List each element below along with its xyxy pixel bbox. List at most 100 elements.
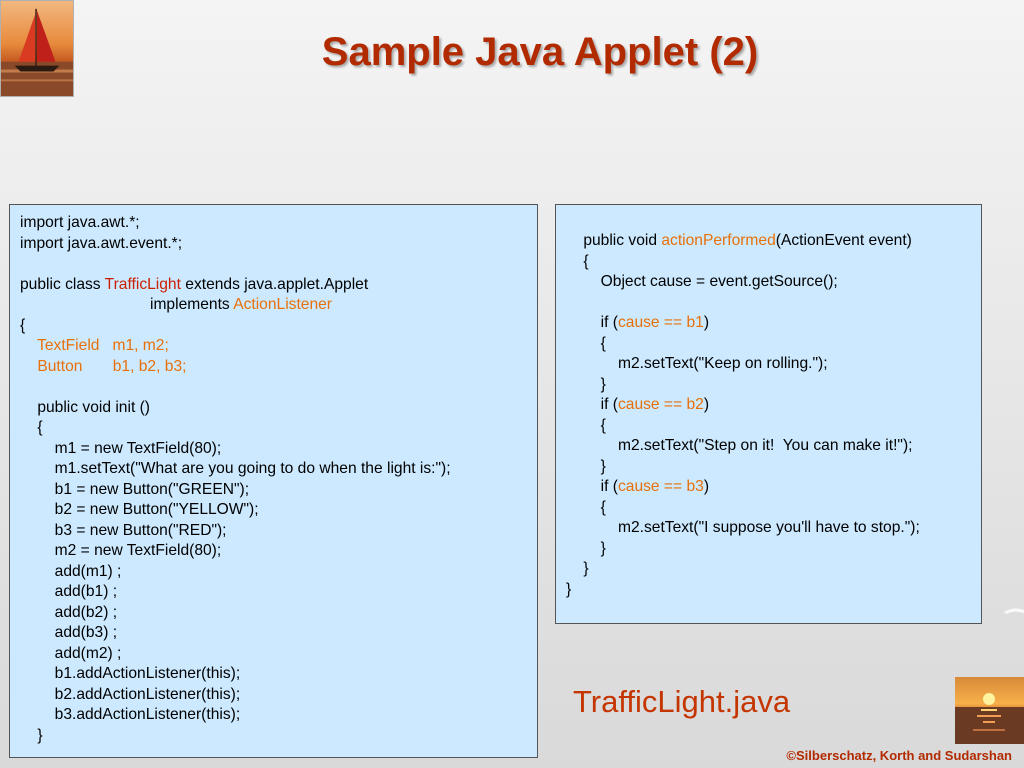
code-token: } (566, 375, 606, 393)
code-line: { (566, 334, 981, 355)
code-token: public class (20, 275, 105, 293)
sailboat-logo (0, 0, 74, 97)
code-line (20, 254, 537, 275)
code-token: m2.setText("Step on it! You can make it!… (566, 437, 913, 454)
code-token: } (566, 560, 589, 577)
code-token: add(m1) ; (20, 562, 122, 580)
code-token: { (566, 416, 606, 434)
code-line: { (20, 418, 537, 439)
code-line: } (20, 726, 537, 747)
code-token: b1.addActionListener(this); (20, 665, 241, 682)
code-line: b3 = new Button("RED"); (20, 521, 537, 542)
code-token: { (20, 419, 43, 436)
code-line: import java.awt.event.*; (20, 234, 537, 255)
code-line: m2.setText("Keep on rolling."); (566, 354, 981, 375)
code-token: add(m2) ; (20, 644, 122, 662)
code-token: } (566, 580, 572, 598)
code-line: public void actionPerformed(ActionEvent … (566, 231, 981, 252)
edge-decoration (1004, 608, 1024, 614)
code-token: public void (566, 232, 662, 249)
code-line: b2.addActionListener(this); (20, 685, 537, 706)
code-line: add(m2) ; (20, 644, 537, 665)
code-token: { (566, 252, 589, 270)
code-token: m2 = new TextField(80); (20, 542, 222, 559)
code-line: { (566, 252, 981, 273)
code-token: } (566, 457, 606, 475)
code-token: import java.awt.event.*; (20, 234, 183, 252)
code-token: } (566, 539, 606, 557)
code-line: add(b3) ; (20, 623, 537, 644)
code-line: public class TrafficLight extends java.a… (20, 275, 537, 296)
code-line: add(b2) ; (20, 603, 537, 624)
code-token: b3 = new Button("RED"); (20, 521, 227, 539)
code-token: TextField m1, m2; (37, 337, 169, 354)
code-token: b1 = new Button("GREEN"); (20, 480, 250, 498)
code-token: cause == b2 (617, 396, 704, 413)
code-line (20, 377, 537, 398)
code-token: Object cause = event.getSource(); (566, 273, 838, 290)
code-token: extends java.applet.Applet (180, 275, 369, 293)
code-token (20, 337, 37, 354)
code-token: if ( (566, 396, 618, 413)
code-token: b2 = new Button("YELLOW"); (20, 501, 259, 518)
code-token: ) (703, 478, 710, 495)
code-line: } (566, 539, 981, 560)
code-token: b2.addActionListener(this); (20, 685, 241, 703)
code-token: if ( (566, 314, 618, 331)
code-token: ) (703, 396, 710, 413)
code-line: } (566, 559, 981, 580)
code-token: { (566, 498, 606, 516)
code-line: m1.setText("What are you going to do whe… (20, 459, 537, 480)
code-line: if (cause == b3) (566, 477, 981, 498)
code-line: m1 = new TextField(80); (20, 439, 537, 460)
code-token: { (566, 334, 606, 352)
code-token: m2.setText("I suppose you'll have to sto… (566, 519, 920, 536)
code-token: TrafficLight (104, 275, 181, 293)
code-line: Object cause = event.getSource(); (566, 272, 981, 293)
sunset-image (955, 677, 1024, 744)
filename-label: TrafficLight.java (573, 684, 791, 719)
code-line: } (566, 457, 981, 478)
code-line: { (20, 316, 537, 337)
code-panel-right: public void actionPerformed(ActionEvent … (555, 204, 982, 624)
code-token: cause == b3 (617, 478, 704, 495)
code-line: b1.addActionListener(this); (20, 664, 537, 685)
code-token: public void init () (20, 398, 150, 416)
code-token: ActionListener (233, 296, 333, 313)
code-token: add(b3) ; (20, 624, 118, 641)
code-panel-left: import java.awt.*;import java.awt.event.… (9, 204, 538, 758)
code-line: Button b1, b2, b3; (20, 357, 537, 378)
code-line: if (cause == b2) (566, 395, 981, 416)
code-token: actionPerformed (661, 232, 776, 249)
code-line: import java.awt.*; (20, 213, 537, 234)
code-token: Button b1, b2, b3; (37, 357, 187, 375)
code-line: } (566, 375, 981, 396)
code-line: b3.addActionListener(this); (20, 705, 537, 726)
code-line: TextField m1, m2; (20, 336, 537, 357)
code-token: (ActionEvent event) (775, 232, 912, 249)
code-token: { (20, 316, 26, 334)
code-line: m2.setText("I suppose you'll have to sto… (566, 518, 981, 539)
code-line: } (566, 580, 981, 601)
code-token: implements (20, 296, 234, 313)
code-token (20, 358, 37, 375)
code-line: b1 = new Button("GREEN"); (20, 480, 537, 501)
code-line: { (566, 498, 981, 519)
code-token: m1.setText("What are you going to do whe… (20, 460, 451, 477)
code-line: b2 = new Button("YELLOW"); (20, 500, 537, 521)
code-line: add(b1) ; (20, 582, 537, 603)
code-line: m2 = new TextField(80); (20, 541, 537, 562)
code-token: m1 = new TextField(80); (20, 439, 222, 457)
code-line: implements ActionListener (20, 295, 537, 316)
code-line: if (cause == b1) (566, 313, 981, 334)
footer-credit: ©Silberschatz, Korth and Sudarshan (786, 748, 1012, 763)
code-line: { (566, 416, 981, 437)
slide-title: Sample Java Applet (2) (321, 30, 759, 74)
code-line (566, 293, 981, 314)
code-token: cause == b1 (617, 314, 704, 331)
code-token: } (20, 726, 43, 744)
code-token: add(b2) ; (20, 603, 118, 621)
code-token: add(b1) ; (20, 583, 118, 600)
code-line: public void init () (20, 398, 537, 419)
code-token: ) (703, 314, 710, 331)
